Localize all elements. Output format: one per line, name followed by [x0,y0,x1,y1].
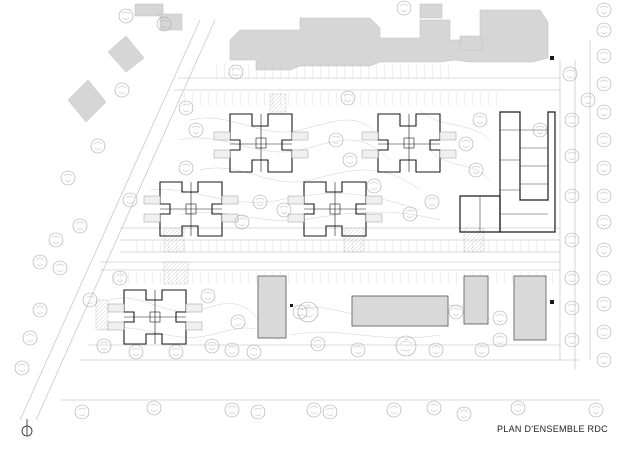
parking-bays [110,64,560,284]
balconies [107,131,457,331]
housing-block-5 [123,289,187,345]
housing-block-1 [229,113,293,173]
housing-block-4 [303,181,367,237]
long-building [459,111,556,233]
entrance-markers [290,56,554,307]
housing-block-2 [377,113,441,173]
housing-blocks [123,113,441,345]
housing-block-3 [159,181,223,237]
annex-buildings [257,275,547,341]
north-arrow-icon [21,419,33,437]
site-boundary [19,19,600,421]
paved-areas [95,93,485,331]
plan-title: PLAN D'ENSEMBLE RDC [497,424,608,434]
